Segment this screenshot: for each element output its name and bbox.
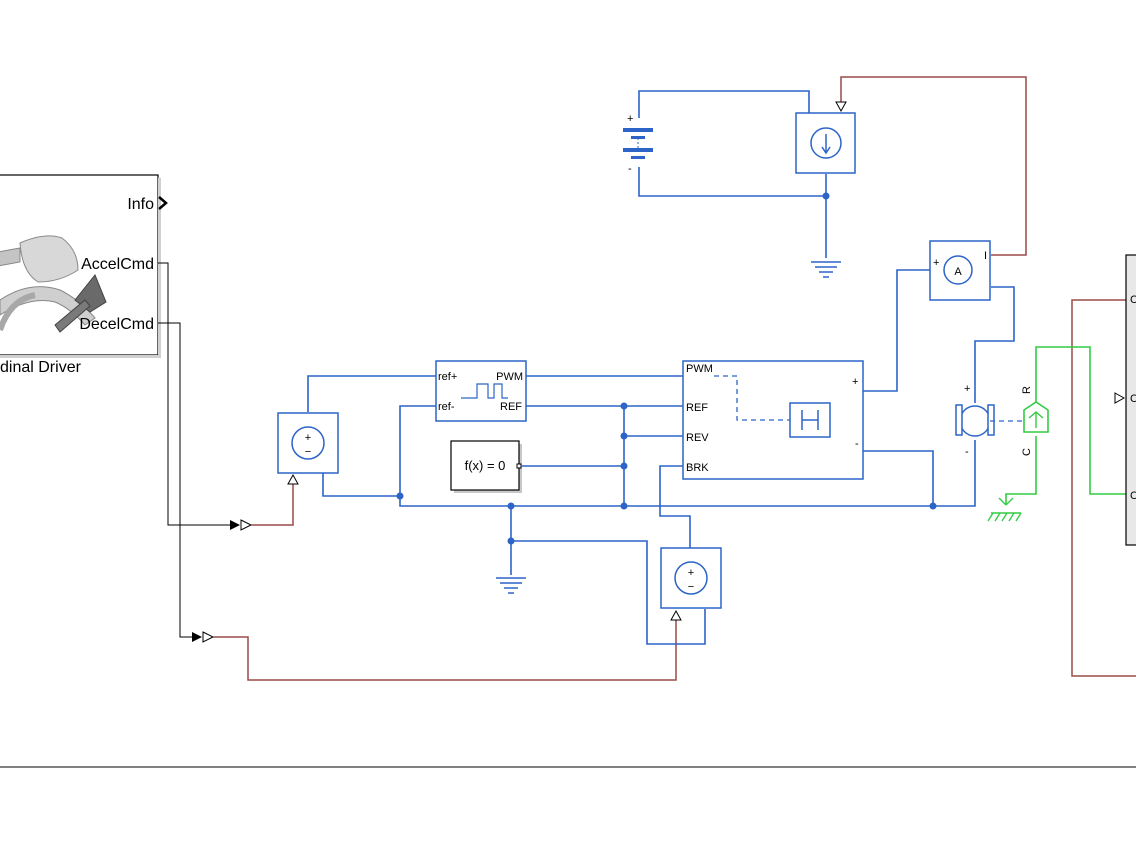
pwm-generator-block[interactable]: ref+ ref- PWM REF — [435, 360, 527, 422]
shaft-r-label: R — [1021, 386, 1033, 394]
decel-source-minus: − — [688, 581, 694, 593]
vehicle-port-1-label: C — [1130, 294, 1136, 306]
vehicle-port-2-label: C — [1130, 393, 1136, 405]
controlled-current-source[interactable] — [795, 101, 856, 174]
hbridge-rev-label: REV — [686, 432, 709, 444]
hbridge-minus-label: - — [855, 438, 859, 450]
pwm-ref-minus-label: ref- — [438, 401, 455, 413]
battery-plus-label: + — [627, 113, 633, 125]
ground-bottom — [496, 577, 526, 594]
hbridge-ref-label: REF — [686, 402, 708, 414]
decel-source-plus: + — [688, 567, 694, 579]
accel-ps-converter[interactable] — [230, 519, 253, 531]
pwm-ref-plus-label: ref+ — [438, 371, 457, 383]
current-sensor-block[interactable]: A + I — [929, 240, 991, 301]
physical-signal-lines — [213, 76, 1136, 681]
pwm-out-label: PWM — [496, 371, 523, 383]
ground-top — [811, 261, 841, 278]
info-port-label: Info — [127, 196, 154, 213]
dc-motor-icon — [789, 402, 831, 438]
wire-junctions — [396, 192, 937, 545]
driver-pedal-icon — [0, 235, 107, 333]
decelcmd-port-label: DecelCmd — [79, 316, 154, 333]
vehicle-port-3-label: C — [1130, 490, 1136, 502]
ammeter-symbol: A — [954, 266, 962, 278]
longitudinal-driver-block[interactable]: Info AccelCmd DecelCmd — [0, 174, 168, 358]
battery-block[interactable]: + - — [623, 113, 653, 175]
info-port-icon — [158, 196, 168, 210]
pwm-ref-out-label: REF — [500, 401, 522, 413]
accel-source-plus: + — [305, 432, 311, 444]
driver-block-title: dinal Driver — [0, 359, 82, 376]
dc-motor-block[interactable]: + - — [955, 383, 1022, 458]
accel-voltage-source[interactable]: + − — [277, 412, 339, 485]
signal-lines — [158, 262, 230, 638]
motor-shaft-sensor[interactable]: R C — [1021, 386, 1049, 456]
accelcmd-port-label: AccelCmd — [81, 256, 154, 273]
accel-source-minus: − — [305, 446, 311, 458]
hbridge-plus-label: + — [852, 376, 858, 388]
mechanical-lines — [1005, 346, 1136, 505]
pwm-waveform-icon — [461, 383, 508, 399]
motor-plus-label: + — [964, 383, 970, 395]
hbridge-brk-label: BRK — [686, 462, 709, 474]
shaft-c-label: C — [1021, 448, 1033, 456]
ammeter-plus-label: + — [933, 257, 939, 269]
hbridge-pwm-label: PWM — [686, 363, 713, 375]
mechanical-reference-icon — [987, 497, 1022, 522]
solver-configuration-block[interactable]: f(x) = 0 — [450, 440, 522, 493]
battery-minus-label: - — [628, 163, 632, 175]
h-bridge-block[interactable]: PWM REF REV BRK + - — [682, 360, 864, 480]
solver-label: f(x) = 0 — [465, 458, 506, 473]
vehicle-block[interactable]: C C C — [1114, 254, 1136, 546]
motor-minus-label: - — [965, 446, 969, 458]
ammeter-i-label: I — [984, 250, 987, 262]
decel-voltage-source[interactable]: + − — [660, 547, 722, 621]
decel-ps-converter[interactable] — [192, 631, 215, 643]
